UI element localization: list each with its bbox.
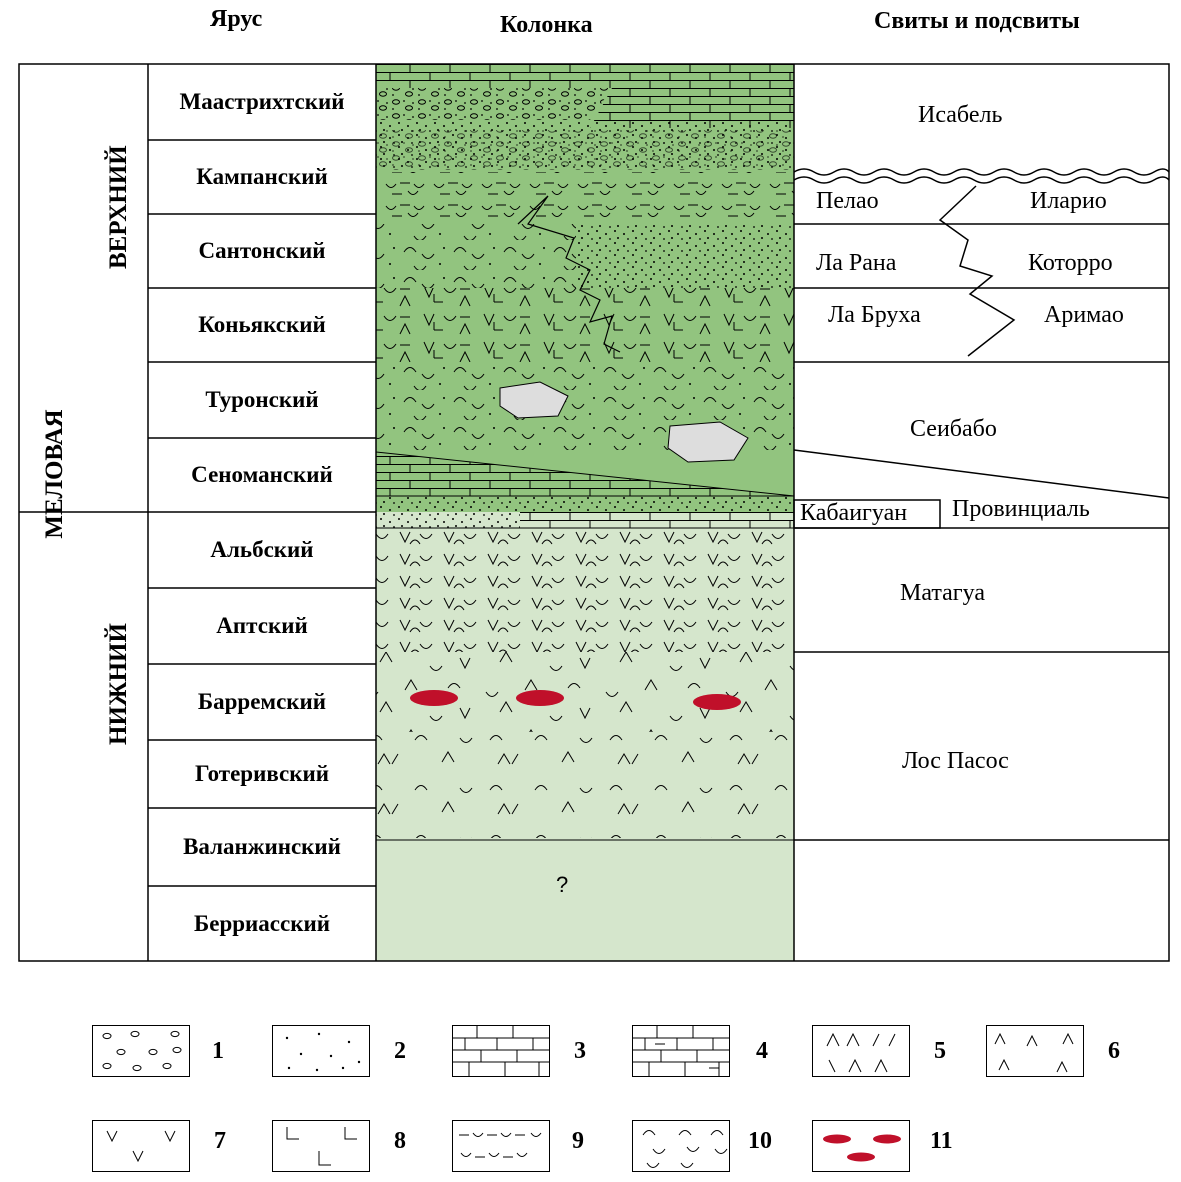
legend-label-8: 8: [394, 1128, 406, 1154]
legend-label-7: 7: [214, 1128, 226, 1154]
legend-swatch-9: [452, 1120, 550, 1172]
header-column: Колонка: [500, 12, 593, 38]
stage-hauterivian: Готеривский: [194, 761, 330, 786]
legend-swatch-7: [92, 1120, 190, 1172]
formation-arimao: Аримао: [1044, 302, 1124, 328]
legend-swatch-8: [272, 1120, 370, 1172]
stage-barremian: Барремский: [197, 689, 327, 714]
legend-swatch-1: [92, 1025, 190, 1077]
legend-swatch-10: [632, 1120, 730, 1172]
system-label: МЕЛОВАЯ: [41, 409, 68, 539]
column-unknown-mark: ?: [556, 872, 569, 897]
formation-ilario: Иларио: [1030, 188, 1107, 214]
stage-campanian: Кампанский: [196, 164, 328, 189]
stage-albian: Альбский: [210, 537, 314, 562]
formation-la-rana: Ла Рана: [816, 250, 897, 276]
legend-label-3: 3: [574, 1038, 586, 1064]
stage-berriasian: Берриасский: [194, 910, 330, 936]
legend-swatch-2: [272, 1025, 370, 1077]
legend-label-11: 11: [930, 1128, 953, 1154]
series-lower-label: НИЖНИЙ: [105, 623, 132, 745]
legend-label-2: 2: [394, 1038, 406, 1064]
legend-label-4: 4: [756, 1038, 768, 1064]
stage-aptian: Аптский: [216, 613, 308, 638]
formation-isabel: Исабель: [918, 102, 1003, 128]
legend-swatch-4: [632, 1025, 730, 1077]
formation-la-brukha: Ла Бруха: [828, 302, 921, 328]
formation-kabaiguan: Кабаигуан: [800, 500, 908, 526]
legend-label-5: 5: [934, 1038, 946, 1064]
formation-provincial: Провинциаль: [952, 496, 1090, 522]
stage-coniacian: Коньякский: [198, 312, 326, 337]
legend-label-6: 6: [1108, 1038, 1120, 1064]
legend-label-1: 1: [212, 1038, 224, 1064]
formation-pelao: Пелао: [816, 188, 879, 214]
legend-swatch-5: [812, 1025, 910, 1077]
stage-turonian: Туронский: [205, 387, 319, 412]
legend-label-9: 9: [572, 1128, 584, 1154]
stage-cenomanian: Сеноманский: [191, 462, 333, 487]
stage-valanginian: Валанжинский: [183, 834, 341, 859]
header-stage: Ярус: [210, 6, 263, 32]
legend-swatch-11: [812, 1120, 910, 1172]
stage-maastrichtian: Маастрихтский: [179, 89, 345, 114]
formation-los-pasos: Лос Пасос: [902, 748, 1009, 774]
header-formations: Свиты и подсвиты: [874, 8, 1080, 34]
legend-label-10: 10: [748, 1128, 772, 1154]
formation-matagua: Матагуа: [900, 580, 985, 606]
legend-swatch-6: [986, 1025, 1084, 1077]
series-upper-label: ВЕРХНИЙ: [105, 145, 132, 269]
legend-swatch-3: [452, 1025, 550, 1077]
formation-seibabo: Сеибабо: [910, 416, 997, 442]
formation-kotorro: Которро: [1028, 250, 1113, 276]
stage-santonian: Сантонский: [198, 238, 326, 263]
